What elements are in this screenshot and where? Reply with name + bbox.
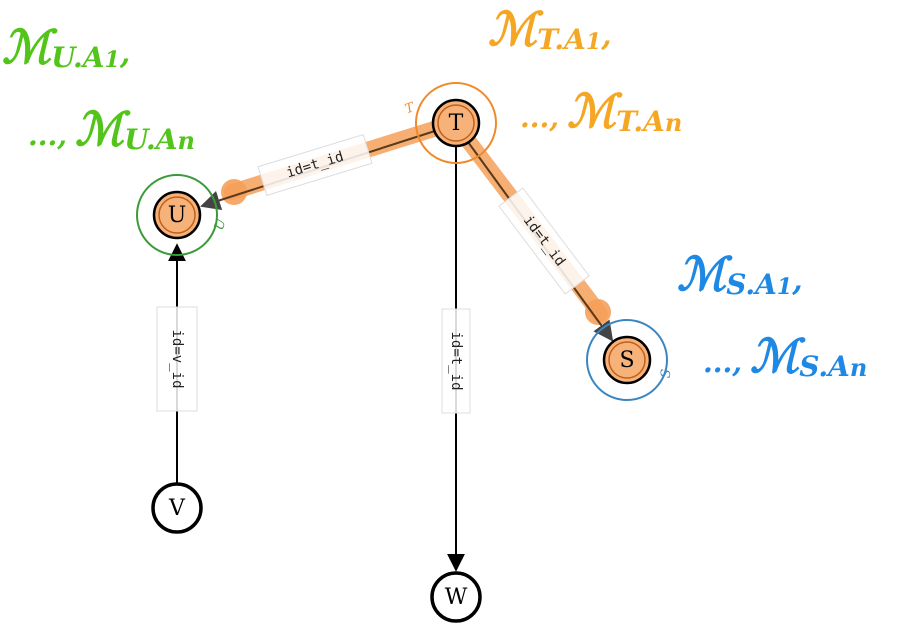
node-s-label: S [619, 348, 634, 373]
edge-label-t-s: id=t_id [498, 187, 590, 295]
node-v[interactable]: V [151, 482, 203, 534]
node-t-ring [415, 82, 497, 164]
annotation-t-line2: ...,ℳT.An [520, 84, 682, 138]
node-t-label: T [449, 111, 464, 136]
port-s-label: S [659, 369, 675, 379]
annotation-t-line1: ℳT.A1, [488, 2, 612, 56]
annotation-t: ℳT.A1, ...,ℳT.An [488, 2, 682, 138]
node-u-label: U [168, 203, 187, 228]
highlight-path [221, 116, 611, 325]
node-u[interactable]: U U [136, 174, 230, 256]
node-u-inner-ring [158, 196, 196, 234]
annotation-s-line1: ℳS.A1, [677, 247, 803, 301]
edge-label-text: id=v_id [169, 329, 185, 388]
node-v-label: V [168, 496, 186, 521]
node-t-inner-ring [437, 104, 475, 142]
annotation-s-line2: ...,ℳS.An [703, 329, 867, 383]
node-w-label: W [445, 585, 468, 610]
edge-label-t-w: id=t_id [441, 308, 471, 414]
node-s-circle [602, 335, 652, 385]
highlight-cap-s [585, 299, 611, 325]
node-u-ring [136, 174, 218, 256]
node-u-circle [152, 190, 202, 240]
node-s-ring [586, 319, 668, 401]
node-w[interactable]: W [430, 571, 482, 623]
port-t-label: T [403, 100, 418, 118]
annotation-u-line1: ℳU.A1, [2, 20, 130, 74]
node-v-circle [151, 482, 203, 534]
annotation-s: ℳS.A1, ...,ℳS.An [677, 247, 867, 383]
node-s-inner-ring [608, 341, 646, 379]
annotation-u-line2: ...,ℳU.An [28, 102, 195, 156]
node-t-circle [431, 98, 481, 148]
node-s[interactable]: S S [586, 319, 675, 401]
node-t[interactable]: T T [403, 82, 497, 164]
edge-label-v-u: id=v_id [156, 306, 198, 412]
edge-label-text: id=t_id [448, 331, 464, 390]
annotation-u: ℳU.A1, ...,ℳU.An [2, 20, 195, 156]
edge-label-t-u: id=t_id [257, 133, 373, 197]
node-w-circle [430, 571, 482, 623]
